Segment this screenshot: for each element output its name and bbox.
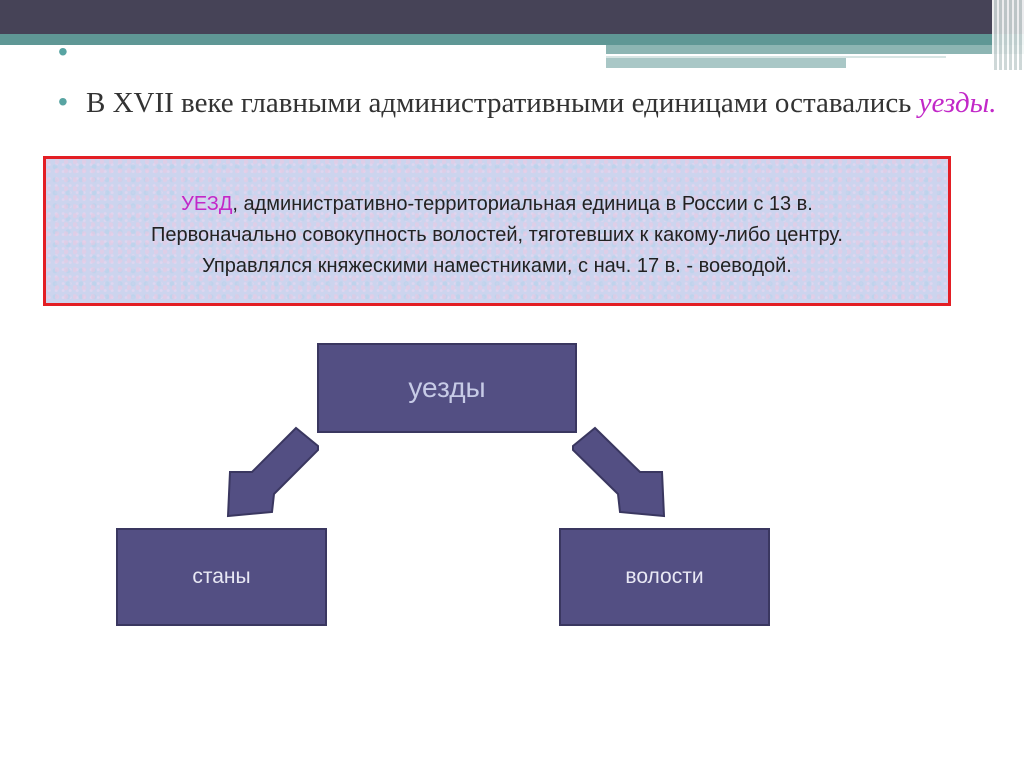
- bullet-text-main: В XVII веке главными административными е…: [86, 87, 919, 119]
- header-stripes: [992, 0, 1024, 70]
- header-teal-accent-lower: [606, 58, 846, 68]
- diagram-node-volosti: волости: [559, 528, 770, 626]
- definition-text: УЕЗД, административно-территориальная ед…: [46, 189, 948, 282]
- diagram-node-root: уезды: [317, 343, 577, 433]
- bullet-icon: •: [58, 86, 68, 117]
- arrow-right-icon: [572, 426, 666, 518]
- diagram-node-stany: станы: [116, 528, 327, 626]
- bullet-empty-icon: •: [58, 36, 68, 67]
- definition-term: УЕЗД: [181, 193, 233, 215]
- header-teal-accent: [606, 45, 1024, 54]
- definition-line3: Управлялся княжескими наместниками, с на…: [202, 255, 792, 277]
- bullet-text: В XVII веке главными административными е…: [86, 84, 1006, 122]
- header-teal-band: [0, 34, 1024, 45]
- definition-line1: , административно-территориальная единиц…: [232, 193, 813, 215]
- definition-box: УЕЗД, административно-территориальная ед…: [43, 156, 951, 306]
- definition-line2: Первоначально совокупность волостей, тяг…: [151, 224, 843, 246]
- arrow-left-icon: [226, 426, 319, 518]
- header-dark-band: [0, 0, 1024, 34]
- bullet-text-accent: уезды.: [918, 87, 997, 119]
- header-line: [606, 56, 946, 58]
